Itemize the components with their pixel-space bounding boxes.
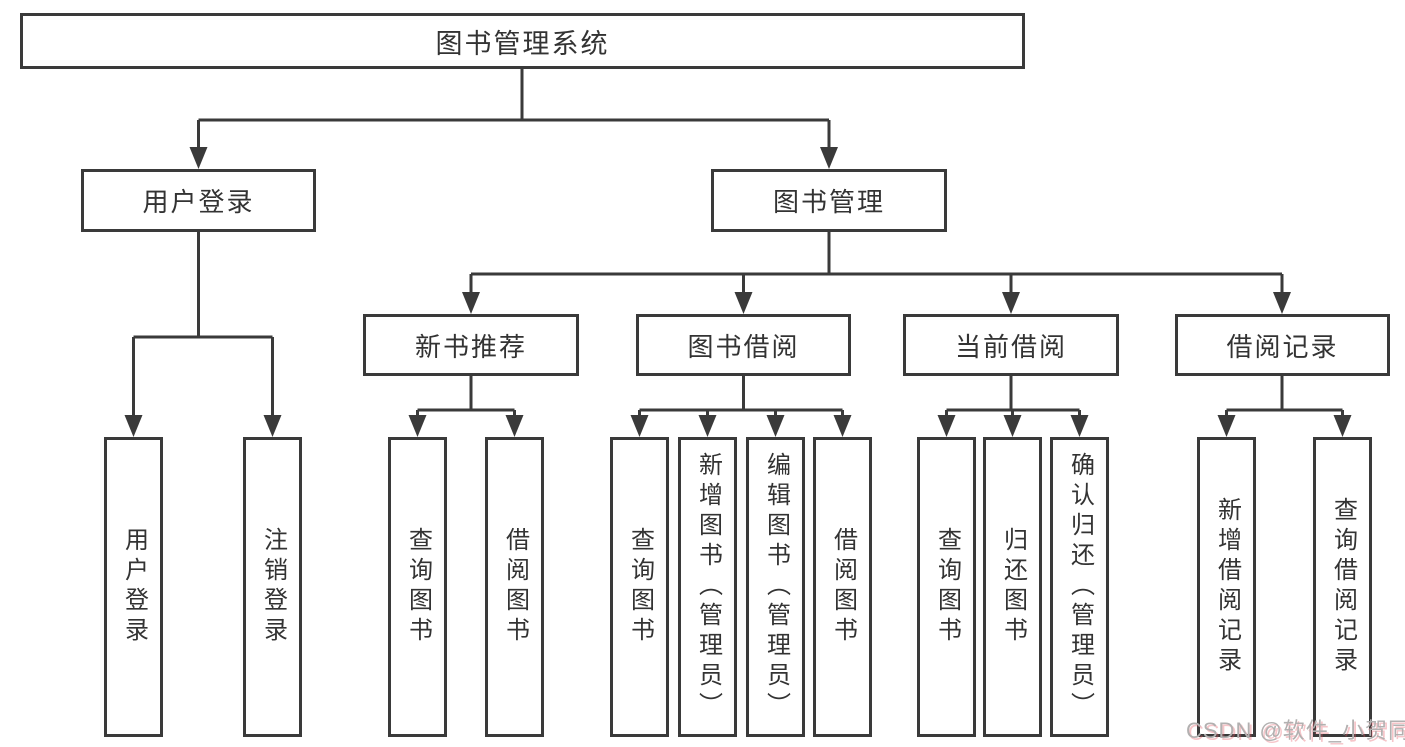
node-new-book-recommend-label: 新书推荐: [414, 331, 527, 362]
leaf-logout-label: 注销登录: [259, 527, 287, 647]
leaf-confirm-return-admin: 确认归还（管理员）: [1050, 437, 1109, 737]
node-book-borrowing-label: 图书借阅: [687, 331, 800, 362]
watermark: CSDN @软件_小贺同学: [1186, 718, 1405, 743]
node-book-management-label: 图书管理: [772, 187, 885, 217]
node-borrowing-records: 借阅记录: [1175, 314, 1390, 376]
node-book-management: 图书管理: [711, 169, 947, 232]
leaf-confirm-return-admin-label: 确认归还（管理员）: [1066, 452, 1094, 722]
leaf-user-login-label: 用户登录: [120, 527, 148, 647]
leaf-recommend-borrow-books: 借阅图书: [485, 437, 544, 737]
leaf-borrowing-query-books-label: 查询图书: [626, 527, 654, 647]
leaf-add-borrow-record-label: 新增借阅记录: [1213, 497, 1241, 677]
leaf-return-books-label: 归还图书: [999, 527, 1027, 647]
leaf-return-books: 归还图书: [983, 437, 1042, 737]
leaf-borrowing-query-books: 查询图书: [610, 437, 669, 737]
node-root-label: 图书管理系统: [435, 28, 610, 59]
node-borrowing-records-label: 借阅记录: [1226, 331, 1339, 362]
leaf-query-borrow-record-label: 查询借阅记录: [1329, 497, 1357, 677]
leaf-borrow-books-label: 借阅图书: [829, 527, 857, 647]
leaf-current-query-books: 查询图书: [917, 437, 976, 737]
leaf-logout: 注销登录: [243, 437, 302, 737]
node-new-book-recommend: 新书推荐: [363, 314, 579, 376]
node-root: 图书管理系统: [20, 13, 1025, 69]
node-user-login-label: 用户登录: [142, 187, 255, 217]
leaf-user-login: 用户登录: [104, 437, 163, 737]
leaf-add-books-admin: 新增图书（管理员）: [678, 437, 737, 737]
leaf-current-query-books-label: 查询图书: [933, 527, 961, 647]
leaf-add-borrow-record: 新增借阅记录: [1197, 437, 1256, 737]
node-book-borrowing: 图书借阅: [636, 314, 851, 376]
leaf-recommend-borrow-books-label: 借阅图书: [501, 527, 529, 647]
leaf-query-borrow-record: 查询借阅记录: [1313, 437, 1372, 737]
leaf-add-books-admin-label: 新增图书（管理员）: [694, 452, 722, 722]
node-user-login: 用户登录: [81, 169, 316, 232]
leaf-edit-books-admin-label: 编辑图书（管理员）: [762, 452, 790, 722]
leaf-borrow-books: 借阅图书: [813, 437, 872, 737]
leaf-recommend-query-books-label: 查询图书: [404, 527, 432, 647]
leaf-recommend-query-books: 查询图书: [388, 437, 447, 737]
node-current-borrowing-label: 当前借阅: [954, 331, 1067, 362]
leaf-edit-books-admin: 编辑图书（管理员）: [746, 437, 805, 737]
node-current-borrowing: 当前借阅: [903, 314, 1119, 376]
arrowheads: [124, 147, 1352, 437]
